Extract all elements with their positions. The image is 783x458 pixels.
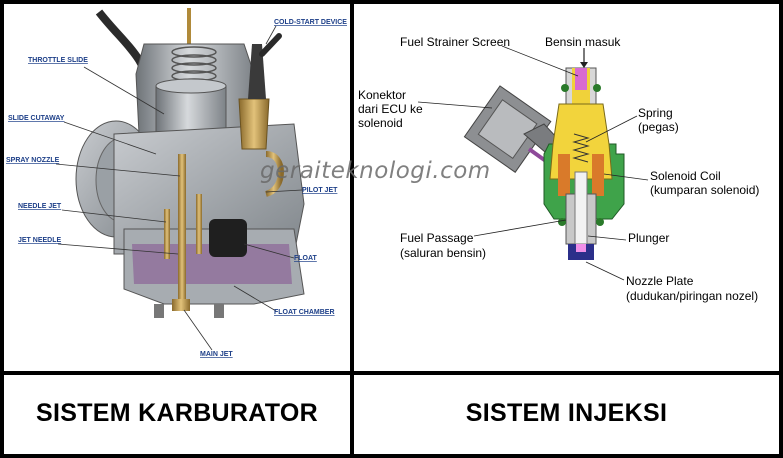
injector-illustration: Fuel Strainer Screen Bensin masuk Konekt… [358,35,759,303]
label-spring: Spring [638,106,673,120]
cold-start-lever [248,44,266,99]
solenoid-coil-right [592,154,604,196]
caption-sistem-injeksi: SISTEM INJEKSI [465,399,668,427]
label-dudukan-piringan-nozel: (dudukan/piringan nozel) [626,289,758,303]
label-plunger: Plunger [628,231,669,245]
caption-panel-left: SISTEM KARBURATOR [4,375,350,454]
spring [572,133,590,163]
label-fuel-passage: Fuel Passage [400,231,474,245]
fuel-strainer-screen [575,68,587,90]
carburetor-diagram-panel: COLD-START DEVICE THROTTLE SLIDE SLIDE C… [4,4,350,371]
label-pegas: (pegas) [638,120,679,134]
label-kumparan-solenoid: (kumparan solenoid) [650,183,759,197]
label-slide-cutaway: SLIDE CUTAWAY [8,115,65,122]
solenoid-coil-left [558,154,570,196]
label-bensin-masuk: Bensin masuk [545,35,621,49]
label-nozzle-plate: Nozzle Plate [626,274,694,288]
float [209,219,247,257]
main-jet [172,299,190,311]
carburetor-illustration: COLD-START DEVICE THROTTLE SLIDE SLIDE C… [6,8,347,358]
fuel-in-bowl [132,244,292,284]
label-throttle-slide: THROTTLE SLIDE [28,57,88,64]
label-fuel-strainer-screen: Fuel Strainer Screen [400,35,510,49]
plunger [574,171,588,245]
label-needle-jet: NEEDLE JET [18,203,62,210]
label-spray-nozzle: SPRAY NOZZLE [6,157,60,164]
label-konektor-line1: Konektor [358,88,406,102]
label-pilot-jet: PILOT JET [302,187,338,194]
watermark: geraiteknologi.com [260,158,491,184]
label-saluran-bensin: (saluran bensin) [400,246,486,260]
label-konektor-line2: dari ECU ke [358,102,423,116]
label-solenoid-coil: Solenoid Coil [650,169,721,183]
label-konektor-line3: solenoid [358,116,403,130]
label-float: FLOAT [294,255,318,262]
label-float-chamber: FLOAT CHAMBER [274,309,335,316]
injector-diagram-panel: Fuel Strainer Screen Bensin masuk Konekt… [354,4,779,371]
label-main-jet: MAIN JET [200,351,233,358]
caption-sistem-karburator: SISTEM KARBURATOR [36,399,318,427]
label-jet-needle: JET NEEDLE [18,237,62,244]
jet-needle [178,154,186,304]
cold-start-plunger [238,98,270,150]
caption-panel-right: SISTEM INJEKSI [354,375,779,454]
label-cold-start-device: COLD-START DEVICE [274,19,347,26]
